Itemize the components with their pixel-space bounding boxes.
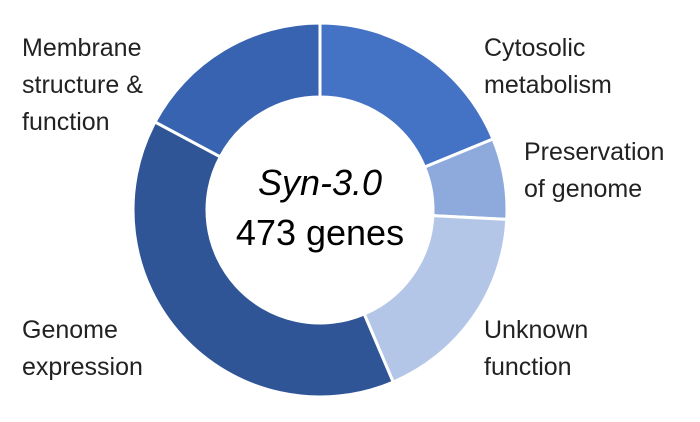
slice-label-1: Preservation of genome bbox=[524, 138, 664, 203]
slice-label-line: Preservation bbox=[524, 138, 664, 166]
slice-label-0: Cytosolic metabolism bbox=[484, 34, 612, 99]
slice-label-line: Genome bbox=[22, 316, 118, 344]
slice-label-line: metabolism bbox=[484, 71, 612, 99]
slice-label-line: Membrane bbox=[22, 34, 142, 62]
slice-label-line: Unknown bbox=[484, 316, 588, 344]
slice-label-4: Membrane structure & function bbox=[22, 34, 143, 136]
center-title: Syn-3.0 bbox=[258, 162, 382, 203]
donut-slice-4 bbox=[152, 21, 322, 159]
donut-slice-3 bbox=[131, 119, 396, 399]
slice-label-line: function bbox=[484, 353, 572, 381]
slice-label-3: Genome expression bbox=[22, 316, 143, 381]
slice-label-line: expression bbox=[22, 353, 143, 381]
slice-label-line: function bbox=[22, 108, 110, 136]
slice-label-line: structure & bbox=[22, 71, 143, 99]
slices-layer bbox=[131, 21, 509, 399]
center-subtitle: 473 genes bbox=[236, 212, 404, 253]
slice-label-2: Unknown function bbox=[484, 316, 588, 381]
donut-slice-0 bbox=[318, 21, 495, 170]
slice-label-line: of genome bbox=[524, 175, 642, 203]
slice-label-line: Cytosolic bbox=[484, 34, 585, 62]
